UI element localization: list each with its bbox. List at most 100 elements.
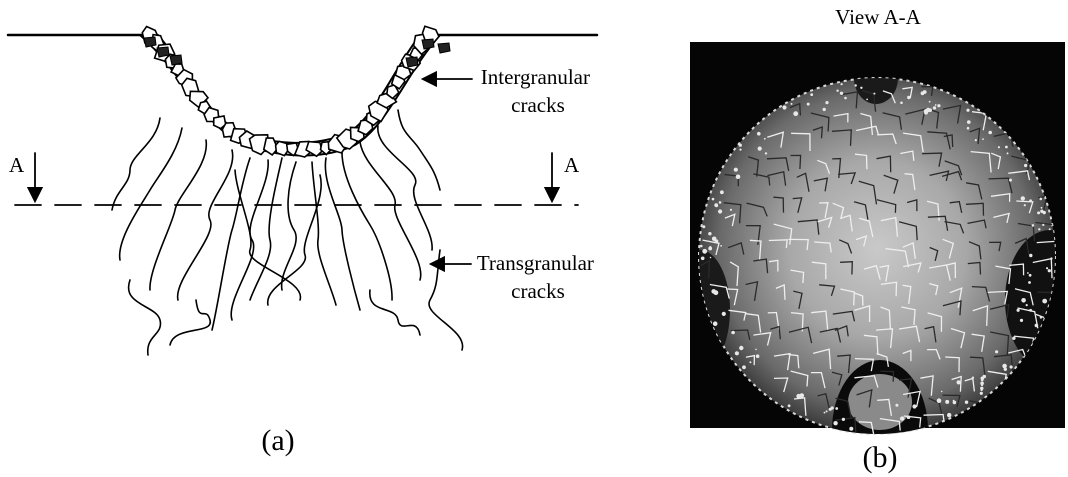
rim-speckle	[800, 393, 805, 398]
rim-speckle	[1004, 368, 1007, 371]
rim-speckle	[791, 103, 793, 105]
rim-speckle	[957, 380, 961, 384]
rim-speckle	[1009, 179, 1012, 182]
transgranular-crack	[398, 110, 440, 190]
transgranular-crack	[170, 300, 210, 345]
rim-speckle	[749, 361, 751, 363]
transgranular-crack	[150, 140, 206, 290]
rim-speckle	[1026, 304, 1028, 306]
rim-speckle	[1049, 228, 1051, 230]
rim-speckle	[1041, 207, 1043, 209]
rim-speckle	[929, 101, 931, 103]
rim-speckle	[711, 289, 716, 294]
rim-speckle	[782, 105, 786, 109]
rim-speckle	[1048, 269, 1051, 272]
rim-speckle	[1040, 198, 1043, 201]
grain-fragment	[144, 37, 156, 47]
rim-speckle	[708, 232, 711, 235]
rim-speckle	[735, 351, 739, 355]
transgranular-crack	[342, 152, 392, 300]
transgranular-crack	[212, 158, 250, 330]
rim-speckle	[824, 412, 826, 414]
rim-speckle	[1029, 199, 1032, 202]
rim-speckle	[965, 401, 968, 404]
rim-speckle	[718, 209, 722, 213]
rim-speckle	[855, 84, 857, 86]
rim-speckle	[933, 106, 936, 109]
transgranular-crack	[129, 280, 161, 355]
rim-speckle	[873, 93, 875, 95]
rim-speckle	[1035, 324, 1039, 328]
rim-speckle	[1043, 211, 1046, 214]
rim-speckle	[1002, 364, 1007, 369]
grain-fragment	[438, 43, 450, 53]
rim-speckle	[1021, 196, 1025, 200]
rim-speckle	[807, 103, 810, 106]
rim-speckle	[907, 96, 910, 99]
section-label-right: A	[564, 153, 580, 177]
rim-speckle	[844, 97, 847, 100]
rim-speckle	[730, 209, 732, 211]
rim-speckle	[1046, 267, 1048, 269]
rim-speckle	[998, 146, 1000, 148]
rim-speckle	[1050, 257, 1052, 259]
caption-a: (a)	[261, 424, 294, 457]
rim-speckle	[702, 225, 705, 228]
rim-speckle	[720, 245, 722, 247]
rim-speckle	[988, 131, 992, 135]
rim-speckle	[972, 377, 974, 379]
rim-speckle	[975, 139, 977, 141]
transgranular-crack	[282, 162, 297, 290]
transgranular-crack	[378, 126, 432, 250]
rim-speckle	[900, 416, 904, 420]
rim-speckle	[708, 247, 712, 251]
rim-speckle	[1028, 281, 1031, 284]
rim-speckle	[1012, 337, 1015, 340]
rim-speckle	[1037, 211, 1040, 214]
rim-speckle	[1029, 309, 1032, 312]
rim-speckle	[947, 413, 951, 417]
rim-speckle	[710, 257, 712, 259]
rim-speckle	[701, 257, 705, 261]
grain-fragment	[170, 55, 182, 65]
rim-speckle	[937, 398, 942, 403]
rim-speckle	[981, 389, 983, 391]
rim-speckle	[765, 152, 767, 154]
rim-speckle	[712, 198, 715, 201]
intergranular-label: Intergranular cracks	[481, 65, 595, 117]
rim-speckle	[1027, 272, 1029, 274]
rim-speckle	[739, 149, 741, 151]
rim-speckle	[842, 418, 845, 421]
rim-speckle	[1029, 274, 1032, 277]
rim-speckle	[1038, 228, 1040, 230]
rim-speckle	[1021, 298, 1026, 303]
grain-fragment	[157, 47, 169, 57]
section-label-left: A	[9, 153, 25, 177]
rim-speckle	[980, 392, 983, 395]
transgranular-crack	[360, 142, 421, 280]
rim-speckle	[1024, 164, 1027, 167]
transgranular-crack	[178, 150, 233, 300]
rim-speckle	[900, 102, 903, 105]
caption-b: (b)	[863, 441, 898, 474]
rim-speckle	[734, 168, 738, 172]
rim-speckle	[1007, 152, 1009, 154]
rim-speckle	[841, 83, 843, 85]
rim-speckle	[860, 87, 862, 89]
rim-speckle	[981, 379, 984, 382]
rim-speckle	[1017, 309, 1020, 312]
rim-speckle	[1029, 254, 1032, 257]
rim-speckle	[826, 410, 828, 412]
panel-a-schematic: A A Intergranular cracks Transgranular c…	[8, 26, 599, 457]
rim-speckle	[702, 249, 707, 254]
rim-speckle	[829, 408, 832, 411]
rim-speckle	[1010, 365, 1013, 368]
transgranular-label: Transgranular cracks	[477, 251, 599, 303]
rim-speckle	[713, 321, 718, 326]
rim-speckle	[793, 111, 798, 116]
rim-speckle	[945, 400, 949, 404]
rim-speckle	[1044, 301, 1047, 304]
intergranular-grain-cluster	[142, 26, 450, 157]
rim-speckle	[923, 90, 927, 94]
